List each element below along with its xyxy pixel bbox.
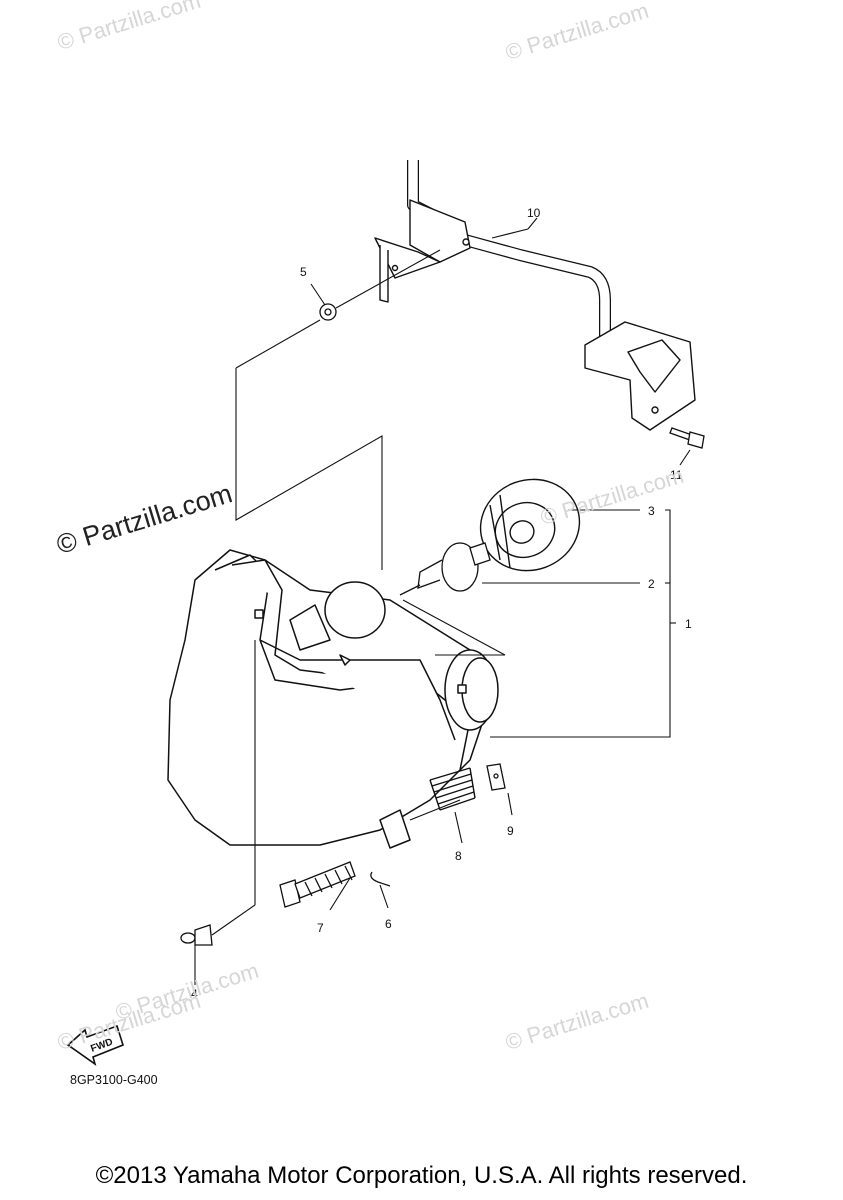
callout-3: 3 bbox=[648, 504, 655, 518]
callout-10: 10 bbox=[527, 206, 541, 220]
callout-1: 1 bbox=[685, 617, 692, 631]
cotter-part-6 bbox=[370, 871, 391, 887]
copyright-notice: ©2013 Yamaha Motor Corporation, U.S.A. A… bbox=[95, 1162, 748, 1189]
bulb-cover-part-3 bbox=[479, 478, 581, 572]
screw-part-7 bbox=[279, 861, 356, 908]
headlight-stay-part-10 bbox=[374, 160, 696, 431]
callout-labels: 1 2 3 4 5 6 7 8 9 10 11 bbox=[191, 206, 692, 1001]
spring-part-8 bbox=[429, 767, 476, 811]
bolt-part-11 bbox=[669, 427, 705, 449]
callout-2: 2 bbox=[648, 577, 655, 591]
grommet-part-5 bbox=[319, 303, 337, 321]
callout-8: 8 bbox=[455, 849, 462, 863]
callout-6: 6 bbox=[385, 917, 392, 931]
headlight-assembly-part-1 bbox=[167, 549, 499, 849]
fwd-arrow-icon: FWD bbox=[66, 1024, 124, 1066]
callout-7: 7 bbox=[317, 921, 324, 935]
callout-11: 11 bbox=[670, 468, 683, 482]
bulb-part-2 bbox=[399, 542, 491, 596]
callout-9: 9 bbox=[507, 824, 514, 838]
callout-5: 5 bbox=[300, 265, 307, 279]
callout-4: 4 bbox=[191, 987, 198, 1001]
clip-part-9 bbox=[486, 763, 506, 791]
diagram-code: 8GP3100-G400 bbox=[70, 1073, 158, 1087]
leader-lines bbox=[194, 217, 691, 985]
rivet-part-4 bbox=[180, 924, 213, 946]
